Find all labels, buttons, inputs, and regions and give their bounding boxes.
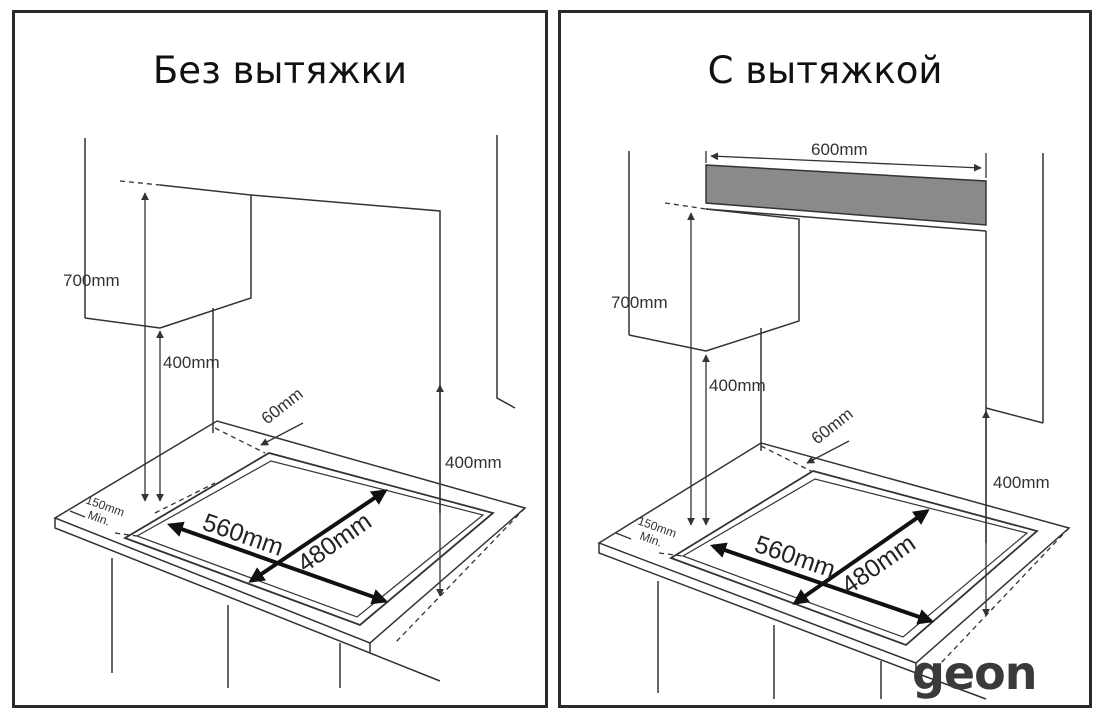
rear-gap-label: 60mm (258, 384, 307, 428)
side-clearance-label: 400mm (445, 453, 502, 472)
cabinet-clearance-label: 400mm (163, 353, 220, 372)
hood-width-label: 600mm (811, 140, 868, 159)
cabinet-base-line (84, 317, 161, 329)
range-hood (705, 164, 987, 226)
brand-logo: geon (912, 646, 1037, 700)
rear-gap-label: 60mm (808, 404, 857, 448)
cabinet-clearance-label: 400mm (709, 376, 766, 395)
installation-diagram-without-hood: 700mm 400mm 400mm 60mm 150mm Min. 560mm … (53, 135, 527, 688)
side-clearance-label: 400mm (993, 473, 1050, 492)
panel-title: Без вытяжки (152, 49, 408, 92)
countertop-edge (369, 652, 441, 682)
panel-without-hood: Без вытяжки (12, 10, 548, 708)
cabinet-height-label: 700mm (611, 293, 668, 312)
wall-line (496, 135, 516, 409)
panel-title: С вытяжкой (707, 49, 943, 92)
rear-wall-edge (250, 194, 441, 513)
upper-cabinet (159, 184, 252, 329)
installation-diagram-with-hood: 600mm 700mm 400mm 400mm 60mm 150mm Min. … (597, 140, 1071, 700)
cabinet-height-label: 700mm (63, 271, 120, 290)
cutout-width-label: 560mm (199, 508, 287, 562)
panel-with-hood: С вытяжкой (558, 10, 1092, 708)
